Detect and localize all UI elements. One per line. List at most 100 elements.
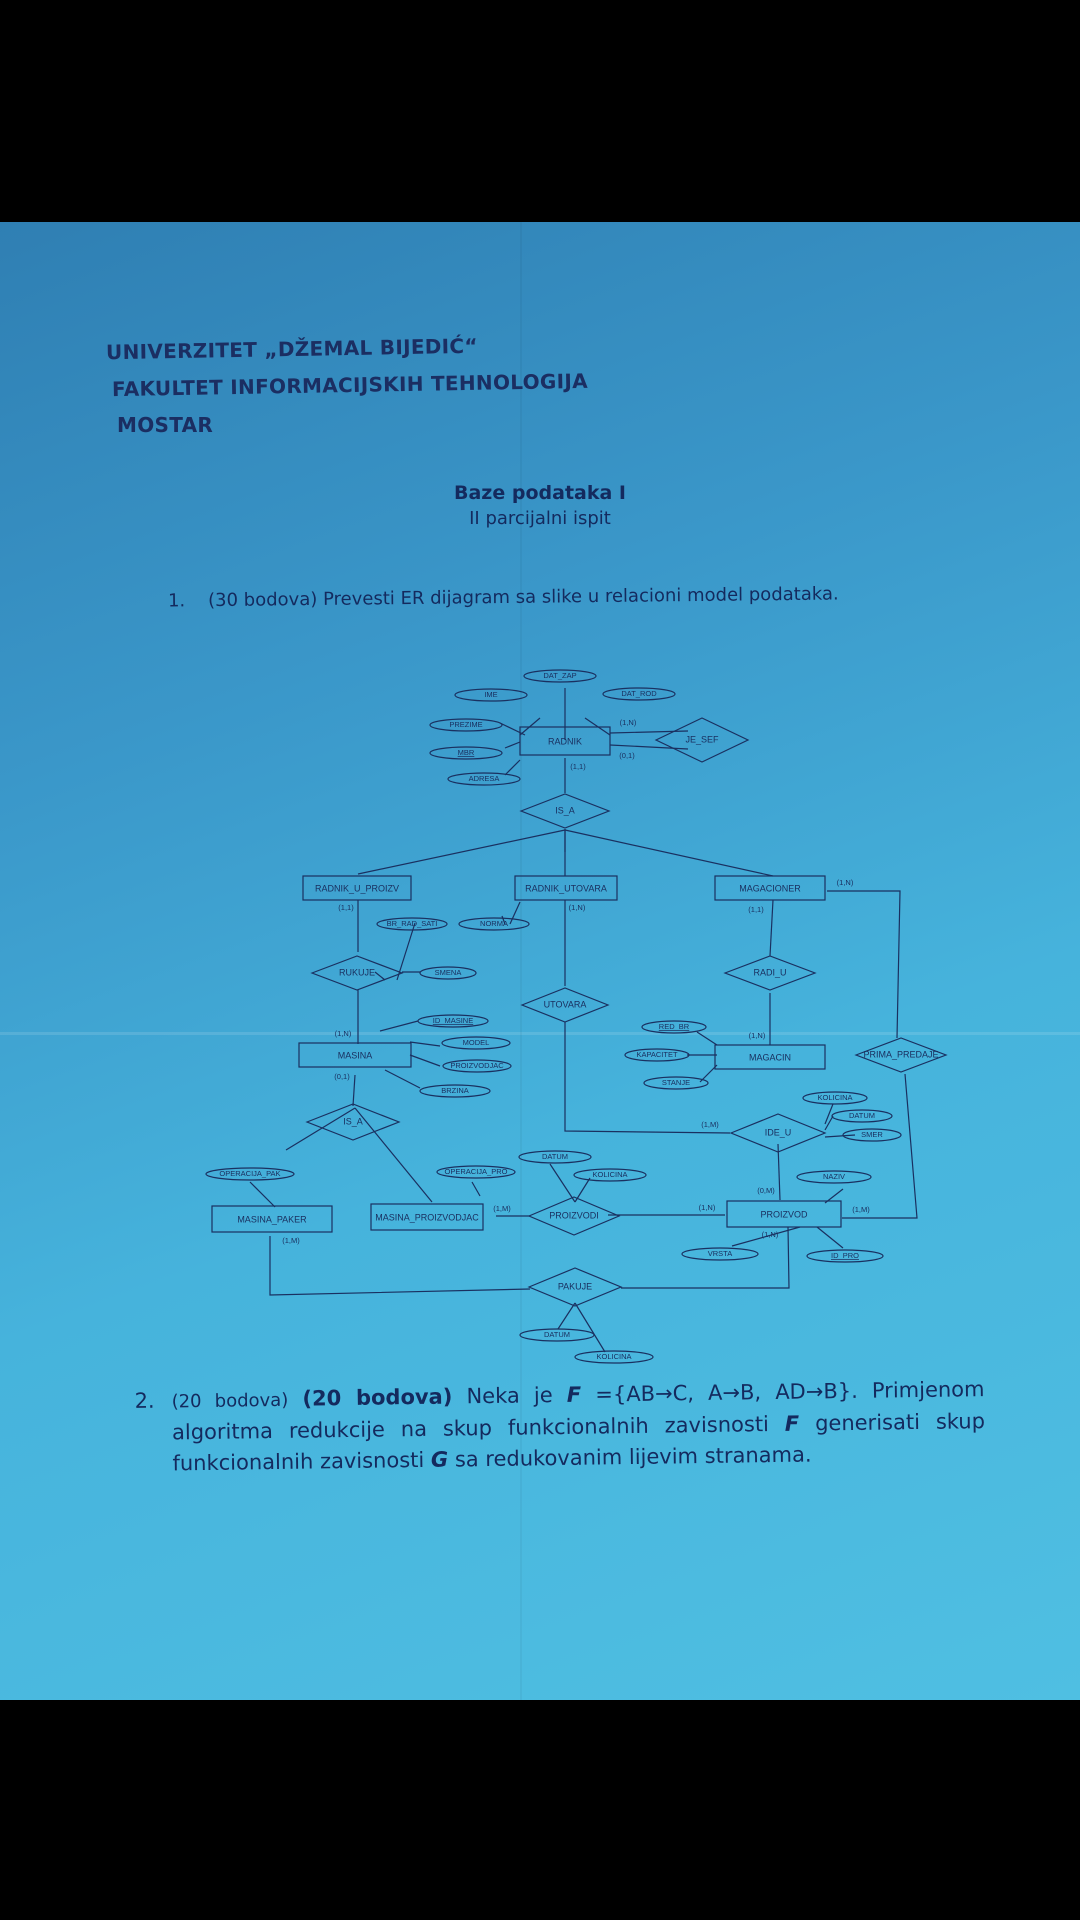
attribute-vrsta: VRSTA <box>681 1247 759 1261</box>
cardinality-radnik-jesef-bottom: (0,1) <box>619 751 635 760</box>
connector-line <box>557 1302 576 1330</box>
attribute-label: SMER <box>861 1130 883 1139</box>
attribute-label: DATUM <box>849 1111 875 1120</box>
relationship-proizvodi: PROIZVODI <box>527 1196 621 1236</box>
connector-line <box>609 744 689 750</box>
relationship-label: IS_A <box>343 1116 363 1126</box>
entity-magacin: MAGACIN <box>714 1044 826 1070</box>
relationship-label: PROIZVODI <box>549 1210 599 1220</box>
relationship-label: IDE_U <box>765 1127 792 1137</box>
attribute-label: KOLICINA <box>817 1093 852 1102</box>
connector-line <box>396 922 416 981</box>
paper-fold-horizontal <box>0 1032 1080 1035</box>
connector-line <box>285 1107 356 1151</box>
attribute-label: ADRESA <box>469 774 500 783</box>
attribute-label: BR_RAD_SATI <box>387 919 438 928</box>
attribute-label: BRZINA <box>441 1086 469 1095</box>
relationship-je-sef: JE_SEF <box>654 717 750 763</box>
attribute-label: KOLICINA <box>592 1170 627 1179</box>
question-2-number: 2. <box>134 1388 155 1413</box>
attribute-label: ID_PRO <box>831 1251 859 1260</box>
attribute-id-masine: ID_MASINE <box>417 1014 489 1028</box>
attribute-operacija-pro: OPERACIJA_PRO <box>436 1165 516 1179</box>
connector-line <box>504 741 521 749</box>
cardinality-utovara-ideu: (1,M) <box>701 1120 719 1129</box>
attribute-label: DAT_ROD <box>621 689 657 698</box>
exam-paper: UNIVERZITET „DŽEMAL BIJEDIĆ“ FAKULTET IN… <box>0 222 1080 1700</box>
attribute-operacija-pak: OPERACIJA_PAK <box>205 1167 295 1181</box>
connector-line <box>379 1020 419 1032</box>
attribute-label: SMENA <box>435 968 462 977</box>
connector-line <box>824 1103 834 1125</box>
question-2-text: (20 bodova) (20 bodova) Neka je F ={AB→C… <box>171 1374 985 1479</box>
connector-line <box>504 759 521 776</box>
relationship-label: RUKUJE <box>339 967 375 977</box>
cardinality-masproizv-proizvodi: (1,M) <box>493 1204 511 1213</box>
connector-line <box>509 901 521 925</box>
cardinality-radnik-jesef-top: (1,N) <box>620 718 637 727</box>
cardinality-magacin-radiu: (1,N) <box>749 1031 766 1040</box>
attribute-label: DATUM <box>544 1330 570 1339</box>
connector-line <box>769 899 774 957</box>
entity-masina-paker: MASINA_PAKER <box>211 1205 333 1233</box>
connector-line <box>384 1069 421 1089</box>
attribute-prezime: PREZIME <box>429 718 503 732</box>
paper-fold-vertical <box>520 222 522 1700</box>
attribute-datum-ide: DATUM <box>831 1109 893 1123</box>
attribute-mbr: MBR <box>429 746 503 760</box>
cardinality-magacioner-prima: (1,N) <box>837 878 854 887</box>
relationship-is-a-top: IS_A <box>519 793 611 829</box>
relationship-rukuje: RUKUJE <box>310 955 404 991</box>
points-small: (20 bodova) <box>171 1389 289 1413</box>
entity-masina: MASINA <box>298 1042 412 1068</box>
entity-proizvod: PROIZVOD <box>726 1200 842 1228</box>
entity-label: MAGACIONER <box>739 883 801 893</box>
attribute-norma: NORMA <box>458 917 530 931</box>
cardinality-ideu-proizvod: (0,M) <box>757 1186 775 1195</box>
attribute-adresa: ADRESA <box>447 772 521 786</box>
attribute-label: MBR <box>458 748 475 757</box>
relationship-label: UTOVARA <box>544 999 587 1009</box>
relationship-radi-u: RADI_U <box>723 955 817 991</box>
cardinality-magacioner-radiu: (1,1) <box>748 905 764 914</box>
attribute-label: PROIZVODJAC <box>450 1061 504 1070</box>
connector-line <box>609 730 689 734</box>
attribute-label: NAZIV <box>823 1172 845 1181</box>
cardinality-masina-rukuje: (1,N) <box>335 1029 352 1038</box>
relationship-label: IS_A <box>555 805 575 815</box>
attribute-smer: SMER <box>842 1128 902 1142</box>
connector-line <box>827 890 901 1039</box>
attribute-red-br: RED_BR <box>641 1020 707 1034</box>
attribute-label: VRSTA <box>708 1249 732 1258</box>
attribute-proizvodjac: PROIZVODJAC <box>442 1059 512 1073</box>
entity-radnik-u-proizv: RADNIK_U_PROIZV <box>302 875 412 901</box>
connector-line <box>374 971 386 981</box>
attribute-label: DAT_ZAP <box>543 671 576 680</box>
cardinality-radnik-isa: (1,1) <box>570 762 586 771</box>
attribute-label: KOLICINA <box>596 1352 631 1361</box>
attribute-id-pro: ID_PRO <box>806 1249 884 1263</box>
connector-line <box>564 829 774 877</box>
relationship-ide-u: IDE_U <box>729 1113 827 1153</box>
attribute-label: STANJE <box>662 1078 690 1087</box>
entity-masina-proizvodjac: MASINA_PROIZVODJAC <box>370 1203 484 1231</box>
relationship-label: JE_SEF <box>685 734 719 744</box>
attribute-smena: SMENA <box>419 966 477 980</box>
connector-line <box>842 1073 918 1219</box>
relationship-utovara: UTOVARA <box>520 987 610 1023</box>
entity-label: RADNIK <box>548 736 582 746</box>
course-title: Baze podataka I <box>454 482 626 504</box>
attribute-label: DATUM <box>542 1152 568 1161</box>
connector-line <box>549 1163 576 1203</box>
attribute-dat-zap: DAT_ZAP <box>523 669 597 683</box>
relationship-pakuje: PAKUJE <box>527 1267 623 1307</box>
attribute-stanje: STANJE <box>643 1076 709 1090</box>
cardinality-proizvod-pakuje: (1,N) <box>762 1230 779 1239</box>
attribute-brzina: BRZINA <box>419 1084 491 1098</box>
connector-line <box>621 1226 790 1289</box>
entity-label: RADNIK_UTOVARA <box>525 883 607 893</box>
attribute-datum-pakuje: DATUM <box>519 1328 595 1342</box>
connector-line <box>357 829 566 875</box>
connector-line <box>409 1041 441 1047</box>
cardinality-masina-isa: (0,1) <box>334 1072 350 1081</box>
